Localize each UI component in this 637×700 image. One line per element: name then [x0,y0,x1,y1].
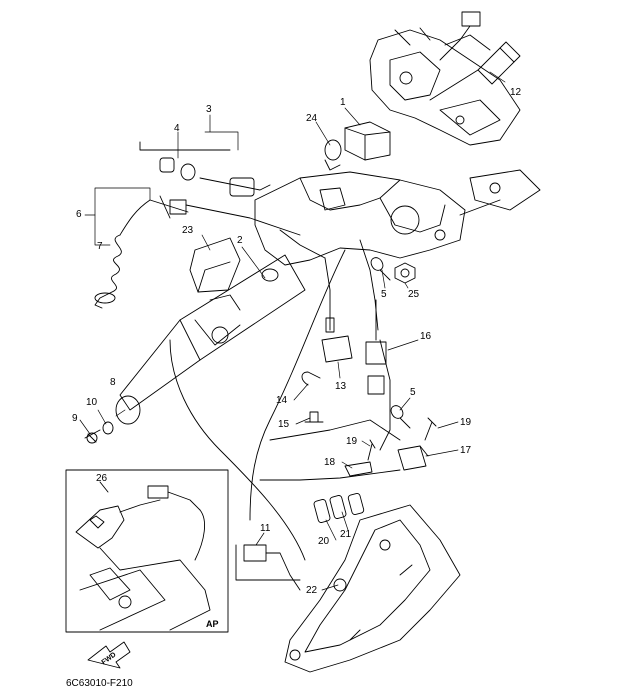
callout-14: 14 [276,395,288,406]
clamp-24 [324,139,342,171]
clip-5-upper [370,257,391,281]
callout-2: 2 [237,235,243,246]
callout-4: 4 [174,123,180,134]
callout-25: 25 [408,289,420,300]
callout-10: 10 [86,397,98,408]
callout-16: 16 [420,331,432,342]
callout-19-a: 19 [460,417,472,428]
wiring-harness [169,229,401,561]
lanyard-6-7 [94,195,301,309]
inset-label: AP [206,619,219,629]
cover-23 [189,237,241,293]
callout-7: 7 [97,241,103,252]
callout-12: 12 [510,87,522,98]
callout-24: 24 [306,113,318,124]
relay-17 [397,445,429,471]
callout-1: 1 [340,97,346,108]
tiller-handle [119,254,306,411]
connector-11 [235,544,301,591]
callout-6: 6 [76,209,82,220]
callout-21: 21 [340,529,352,540]
callout-13: 13 [335,381,347,392]
grip-end-8-9-10 [84,395,141,444]
screw-19-a [424,417,437,441]
leader-lines [79,71,506,591]
stop-switch-3-4 [139,141,271,197]
relay-1 [344,121,391,161]
screw-19-b [367,439,376,461]
fwd-label: FWD [101,651,118,666]
grommet-20 [313,499,331,523]
callout-23: 23 [182,225,194,236]
callout-8: 8 [110,377,116,388]
callout-5-upper: 5 [381,289,387,300]
callout-26: 26 [96,473,108,484]
steering-bracket-body [254,169,541,266]
callout-20: 20 [318,536,330,547]
component-13-14-15 [301,317,353,423]
callout-19-b: 19 [346,436,358,447]
engine-bracket [369,27,521,146]
callout-5-lower: 5 [410,387,416,398]
drawing-code: 6C63010-F210 [66,678,133,689]
callout-15: 15 [278,419,290,430]
callout-3: 3 [206,104,212,115]
callout-11: 11 [260,523,271,534]
connector-12 [429,11,521,101]
grommet-21 [329,493,365,519]
inset-box [65,469,229,633]
nut-25 [394,262,416,284]
fwd-arrow-icon [87,641,131,669]
callout-17: 17 [460,445,472,456]
callout-22: 22 [306,585,318,596]
bracket-18 [344,461,373,477]
bottom-plate-22 [284,504,461,673]
clip-5-lower [390,405,411,429]
callout-18: 18 [324,457,336,468]
callout-9: 9 [72,413,78,424]
connector-16 [365,299,387,395]
